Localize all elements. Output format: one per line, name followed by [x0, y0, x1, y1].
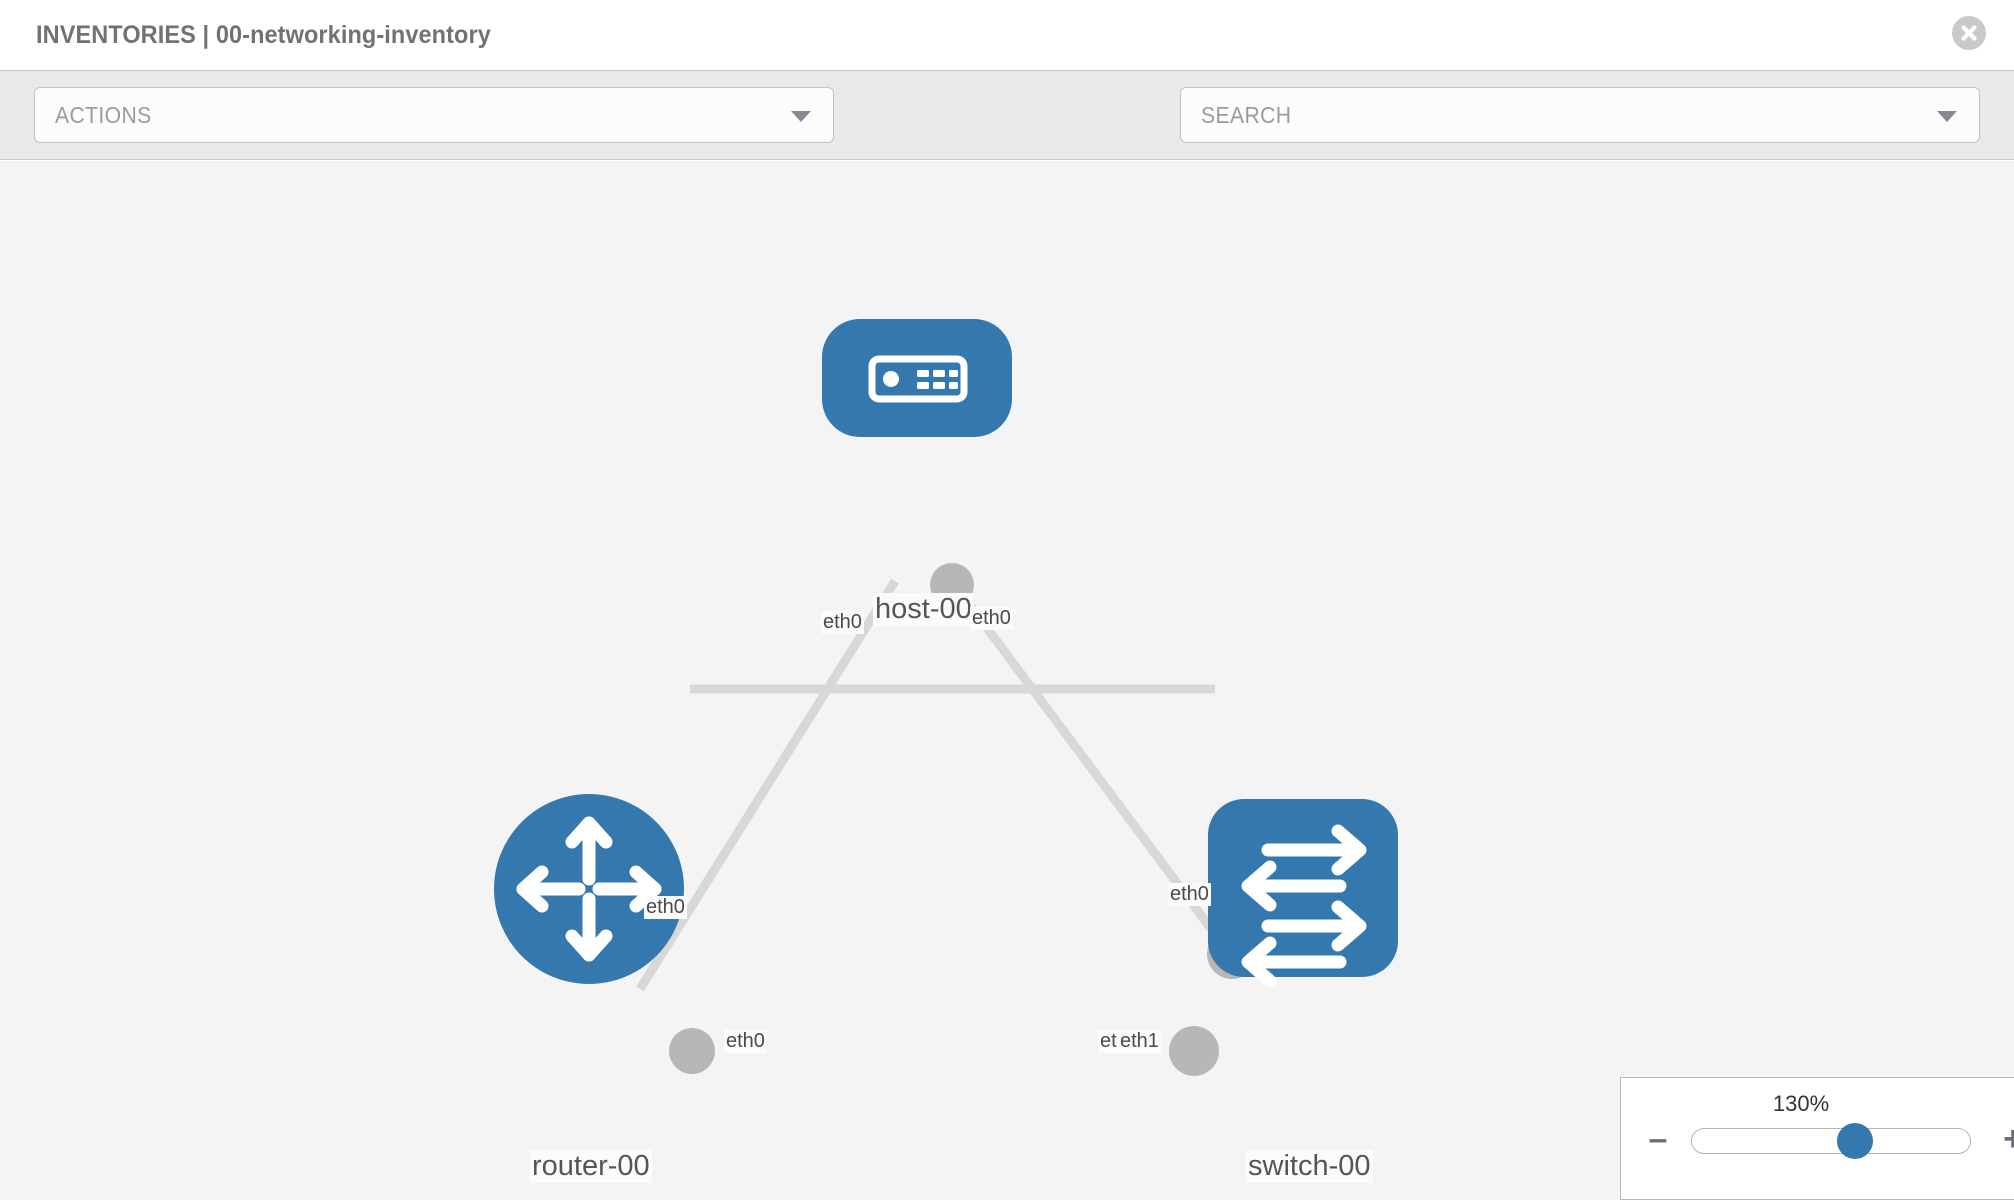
search-placeholder: SEARCH [1201, 101, 1292, 128]
actions-dropdown-label: ACTIONS [55, 101, 152, 128]
chevron-down-icon[interactable] [1937, 111, 1957, 122]
node-router-00 [494, 794, 684, 984]
zoom-in-button[interactable]: + [2003, 1120, 2014, 1158]
iface-label-router-right: eth0 [724, 1030, 767, 1053]
iface-label-switch-left-eth1: eth1 [1118, 1030, 1161, 1053]
iface-label-host-right: eth0 [970, 607, 1013, 630]
node-label-host-00[interactable]: host-00 [873, 593, 974, 626]
zoom-control-panel: 130% – + [1620, 1077, 2014, 1200]
port-router-right [669, 1028, 715, 1074]
page-header: INVENTORIES | 00-networking-inventory [0, 0, 2014, 70]
zoom-level-value: 130% [1772, 1091, 1830, 1116]
zoom-slider-track[interactable] [1691, 1128, 1971, 1154]
node-label-router-00[interactable]: router-00 [530, 1150, 652, 1183]
iface-label-host-left: eth0 [821, 611, 864, 634]
node-switch-00 [1208, 799, 1398, 988]
actions-dropdown[interactable]: ACTIONS [34, 87, 834, 143]
iface-label-router-up: eth0 [644, 896, 687, 919]
iface-label-switch-up: eth0 [1168, 883, 1211, 906]
topology-ports [669, 563, 1257, 1076]
chevron-down-icon [791, 111, 811, 122]
search-input[interactable]: SEARCH [1180, 87, 1980, 143]
zoom-out-button[interactable]: – [1648, 1120, 1668, 1158]
toolbar: ACTIONS SEARCH [0, 70, 2014, 201]
node-label-switch-00[interactable]: switch-00 [1246, 1150, 1373, 1183]
topology-links [636, 578, 1239, 992]
port-switch-left [1169, 1026, 1219, 1076]
topology-canvas[interactable]: host-00 router-00 switch-00 eth0 eth0 et… [0, 161, 2014, 1200]
zoom-slider-thumb[interactable] [1837, 1123, 1874, 1159]
node-host-00 [822, 319, 1012, 437]
close-icon[interactable] [1952, 16, 1986, 50]
page-title: INVENTORIES | 00-networking-inventory [36, 20, 491, 49]
link-host-router [636, 578, 899, 992]
